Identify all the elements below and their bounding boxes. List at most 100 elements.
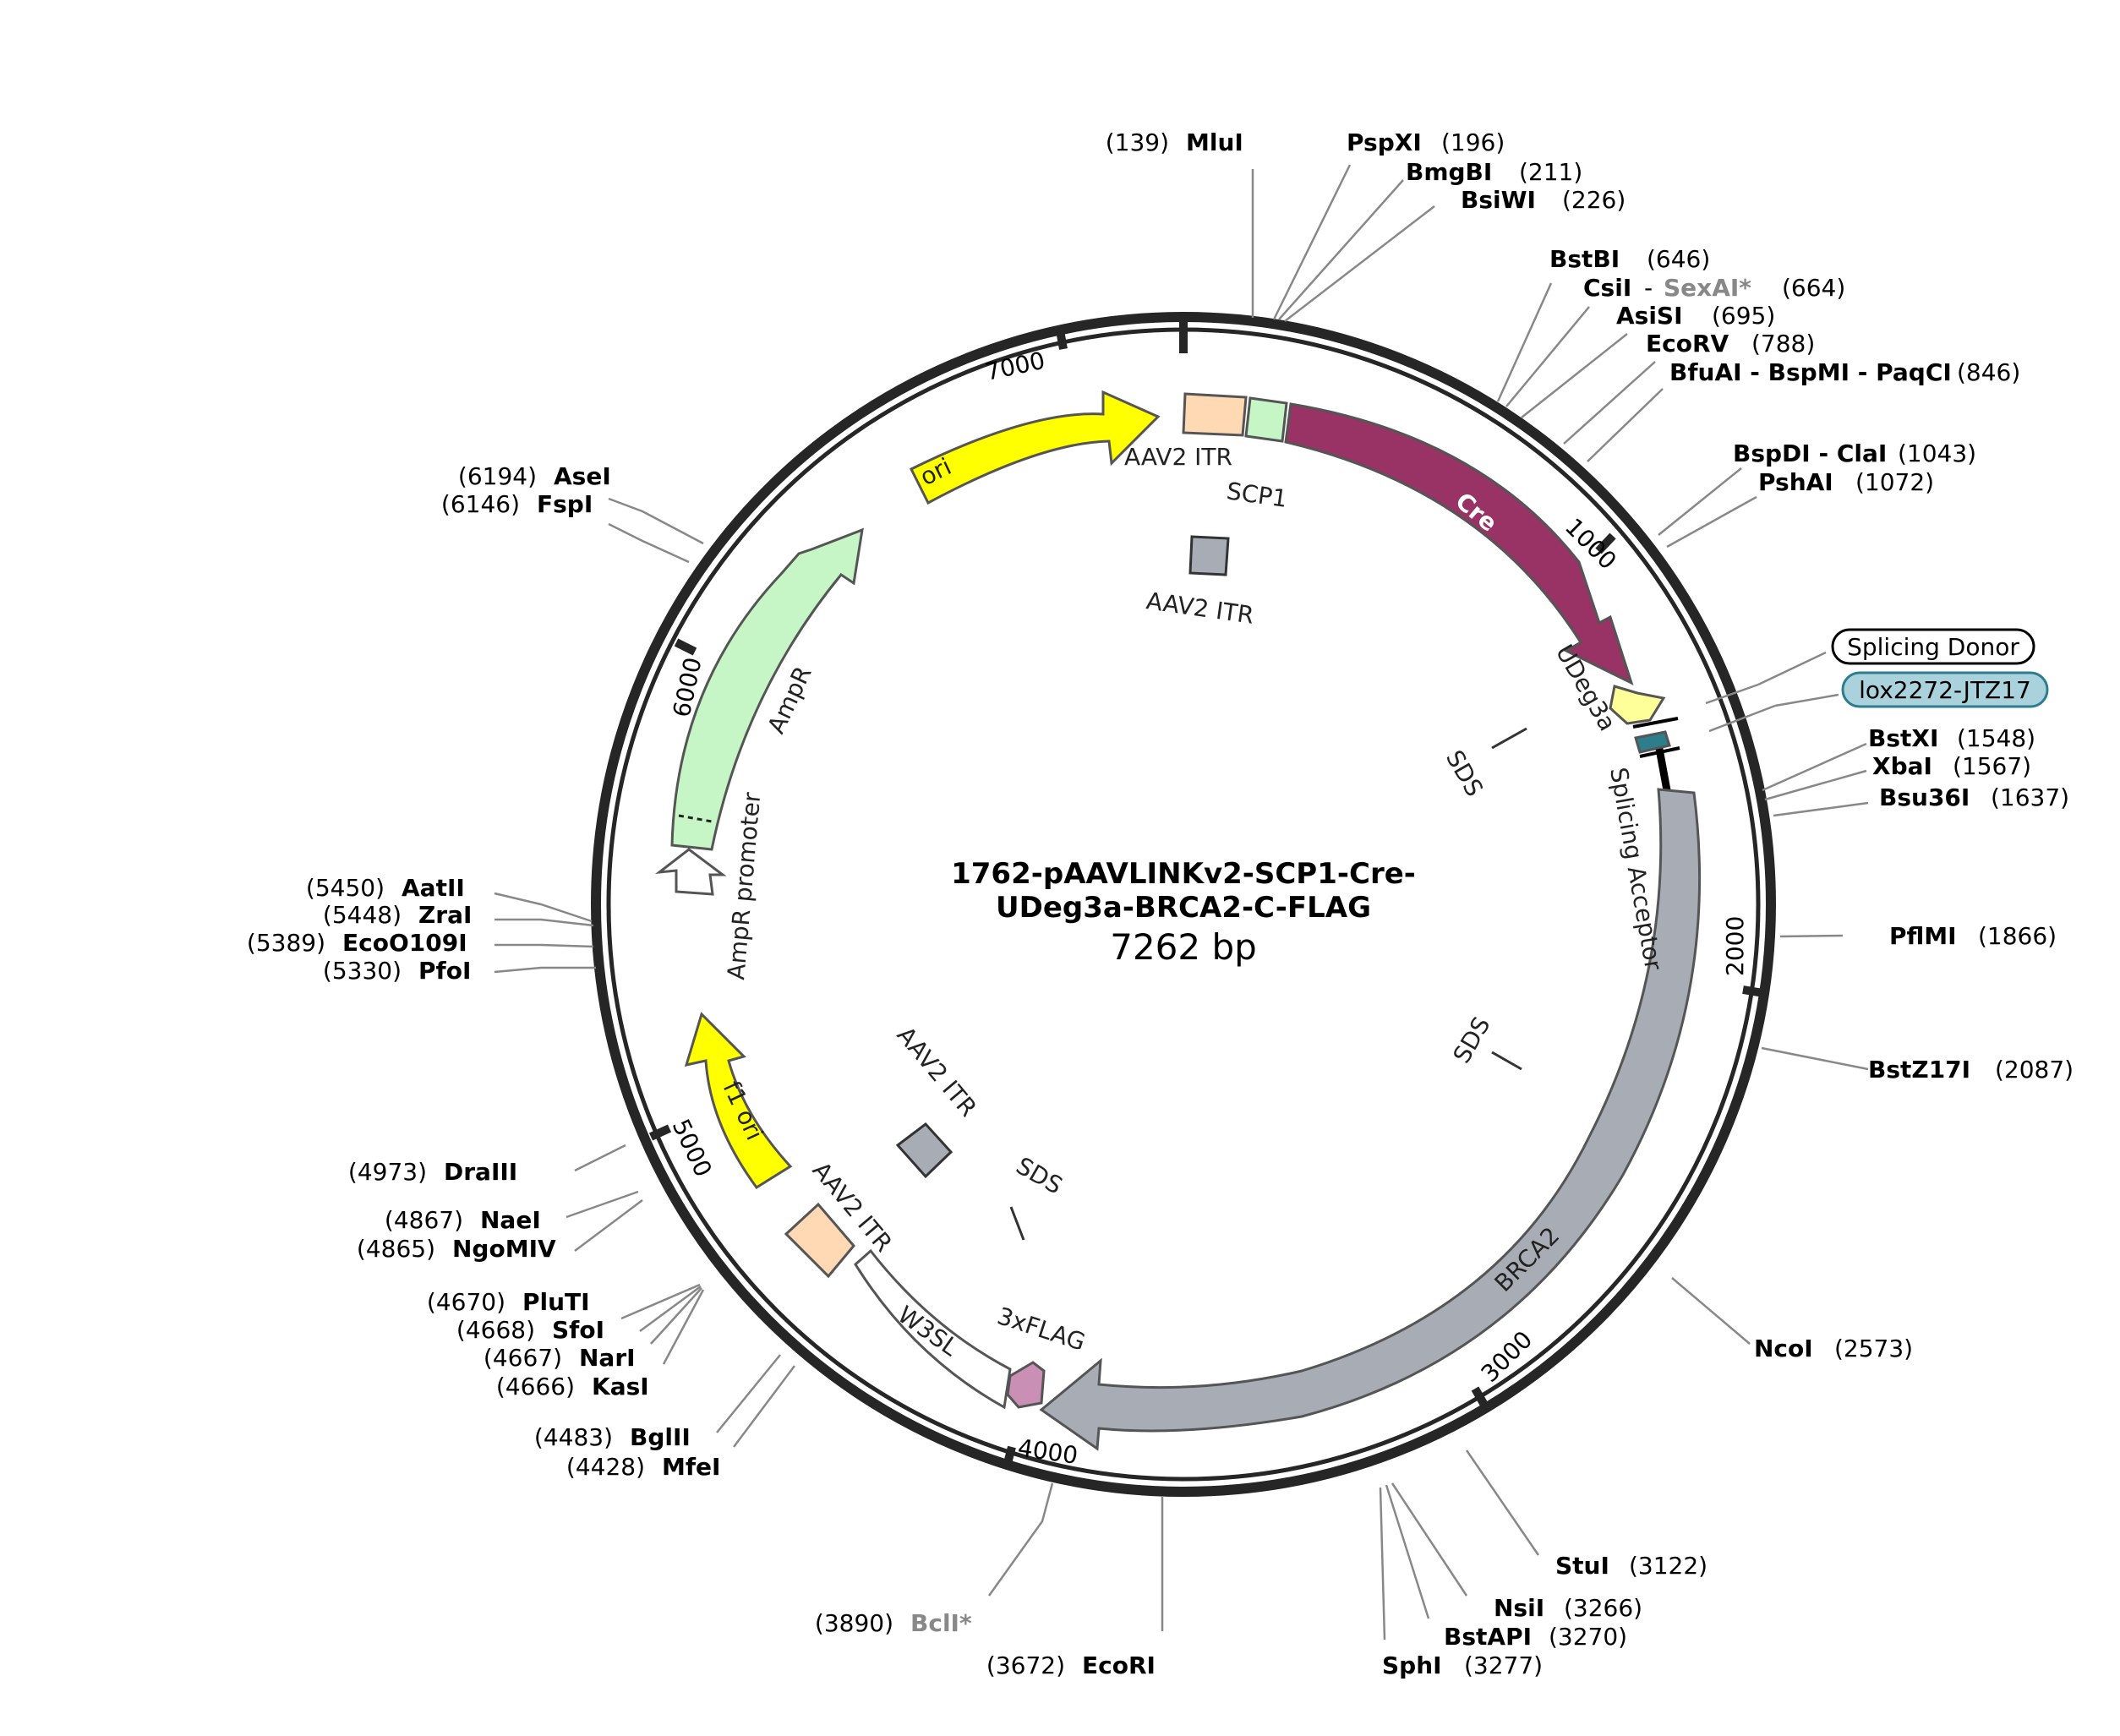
features <box>654 390 1702 1451</box>
boxed-labels: Splicing Donor lox2272-JTZ17 <box>1705 628 2049 733</box>
site-pspxi-name: PspXI <box>1347 128 1422 156</box>
site-pspxi: PspXI (196) <box>1347 128 1505 156</box>
feature-ampr <box>670 527 864 851</box>
site-sfoi-pos: (4668) <box>456 1316 535 1344</box>
feature-f1-ori <box>684 1012 793 1190</box>
site-bsu36i-name: Bsu36I <box>1879 783 1970 811</box>
site-bsu36i-pos: (1637) <box>1991 783 2069 811</box>
site-aatii: (5450) AatII <box>306 874 465 902</box>
site-bspdi-name: BspDI - ClaI <box>1733 439 1887 467</box>
site-bstbi: BstBI (646) <box>1549 245 1710 273</box>
feature-label-scp1: SCP1 <box>1225 477 1289 513</box>
site-mfei-name: MfeI <box>662 1453 720 1481</box>
aav2-itr-inner-top-label: AAV2 ITR <box>1145 587 1255 629</box>
site-mlui-name: MluI <box>1186 128 1243 156</box>
site-pshai-name: PshAI <box>1758 468 1833 496</box>
feature-label-aav2-itr-top: AAV2 ITR <box>1124 443 1232 471</box>
site-sphi: SphI (3277) <box>1382 1651 1543 1679</box>
tick-marks <box>648 318 1764 1468</box>
sds-label-2: SDS <box>1447 1013 1495 1068</box>
site-pfoi-name: PfoI <box>418 957 471 985</box>
site-bstbi-name: BstBI <box>1549 245 1620 273</box>
aav2-itr-inner-bottom-box <box>895 1122 953 1179</box>
site-aatii-name: AatII <box>402 874 465 902</box>
feature-label-3xflag: 3xFLAG <box>994 1302 1089 1356</box>
site-bsu36i: Bsu36I (1637) <box>1879 783 2069 811</box>
site-zrai: (5448) ZraI <box>323 901 473 929</box>
sds-label-1: SDS <box>1440 745 1489 801</box>
site-naei-name: NaeI <box>480 1206 541 1234</box>
site-lead-lines <box>494 164 1869 1640</box>
tick-2000: 2000 <box>1721 916 1749 976</box>
site-xbai: XbaI (1567) <box>1872 752 2031 780</box>
site-sexai-name: SexAI* <box>1664 274 1751 302</box>
feature-brca2 <box>1039 788 1702 1451</box>
site-bstxi-name: BstXI <box>1868 724 1938 752</box>
site-ecori-pos: (3672) <box>986 1651 1065 1679</box>
site-pfoi: (5330) PfoI <box>323 957 471 985</box>
site-fspi: (6146) FspI <box>441 490 593 518</box>
site-naei-pos: (4867) <box>385 1206 463 1234</box>
site-nari-pos: (4667) <box>484 1344 562 1372</box>
site-naei: (4867) NaeI <box>385 1206 541 1234</box>
lox2272-box <box>1841 671 2049 708</box>
site-bmgbi: BmgBI (211) <box>1406 158 1582 186</box>
site-pshai-pos: (1072) <box>1855 468 1934 496</box>
site-ncoi-name: NcoI <box>1754 1335 1813 1362</box>
site-sphi-pos: (3277) <box>1464 1651 1543 1679</box>
site-ecoo109i: (5389) EcoO109I <box>247 929 467 957</box>
site-pspxi-pos: (196) <box>1441 128 1505 156</box>
site-asisi-pos: (695) <box>1712 302 1775 330</box>
site-mlui: (139) MluI <box>1106 128 1243 156</box>
site-bcli-name: BclI* <box>910 1609 972 1637</box>
site-ngomiv-name: NgoMIV <box>452 1235 556 1263</box>
site-mlui-pos: (139) <box>1106 128 1169 156</box>
site-asei: (6194) AseI <box>458 462 611 490</box>
plasmid-name-line1: 1762-pAAVLINKv2-SCP1-Cre- <box>951 857 1416 891</box>
site-sphi-name: SphI <box>1382 1651 1442 1679</box>
site-bstbi-pos: (646) <box>1647 245 1710 273</box>
site-draiii: (4973) DraIII <box>348 1158 517 1186</box>
site-ncoi-pos: (2573) <box>1834 1335 1913 1362</box>
site-bglii-pos: (4483) <box>534 1423 613 1451</box>
site-aatii-pos: (5450) <box>306 874 385 902</box>
site-asei-name: AseI <box>554 462 611 490</box>
feature-ampr-promoter <box>654 848 727 896</box>
site-fspi-name: FspI <box>537 490 593 518</box>
site-nsii: NsiI (3266) <box>1494 1594 1642 1622</box>
site-fspi-pos: (6146) <box>441 490 520 518</box>
plasmid-name-line2: UDeg3a-BRCA2-C-FLAG <box>996 891 1371 925</box>
aav2-itr-inner-bottom-label: AAV2 ITR <box>892 1021 983 1122</box>
site-bstxi-pos: (1548) <box>1957 724 2035 752</box>
plasmid-size: 7262 bp <box>1110 926 1257 968</box>
feature-splicing-acceptor <box>1655 748 1671 791</box>
site-zrai-name: ZraI <box>418 901 472 929</box>
site-asisi-name: AsiSI <box>1616 302 1683 330</box>
site-bsiwi-name: BsiWI <box>1461 186 1536 214</box>
site-ncoi: NcoI (2573) <box>1754 1335 1913 1362</box>
splicing-donor-label: Splicing Donor <box>1847 633 2019 661</box>
site-bcli: (3890) BclI* <box>815 1609 972 1637</box>
site-asei-pos: (6194) <box>458 462 537 490</box>
tick-4000: 4000 <box>1016 1433 1079 1470</box>
feature-udeg3a <box>1609 685 1666 725</box>
site-pflmi: PflMI (1866) <box>1889 922 2057 950</box>
site-pluti-name: PluTI <box>522 1288 590 1316</box>
feature-aav2-itr-bottom <box>784 1202 855 1279</box>
site-stui-name: StuI <box>1555 1552 1609 1580</box>
sds-label-3: SDS <box>1012 1151 1068 1199</box>
feature-3xflag <box>1006 1361 1046 1409</box>
svg-text:-: - <box>1644 274 1653 302</box>
feature-scp1 <box>1244 396 1288 443</box>
site-pflmi-name: PflMI <box>1889 922 1957 950</box>
site-xbai-name: XbaI <box>1872 752 1932 780</box>
site-ecori: (3672) EcoRI <box>986 1651 1156 1679</box>
site-csii-sexai: CsiI - SexAI* (664) <box>1583 274 1845 302</box>
site-bfuai-name: BfuAI - BspMI - PaqCI <box>1669 358 1952 386</box>
plasmid-title: 1762-pAAVLINKv2-SCP1-Cre- UDeg3a-BRCA2-C… <box>951 857 1416 968</box>
site-asisi: AsiSI (695) <box>1616 302 1775 330</box>
site-bglii-name: BglII <box>630 1423 691 1451</box>
site-bstz17i-name: BstZ17I <box>1868 1056 1970 1084</box>
site-labels: (139) MluI PspXI (196) BmgBI (211) BsiWI… <box>247 128 2074 1679</box>
